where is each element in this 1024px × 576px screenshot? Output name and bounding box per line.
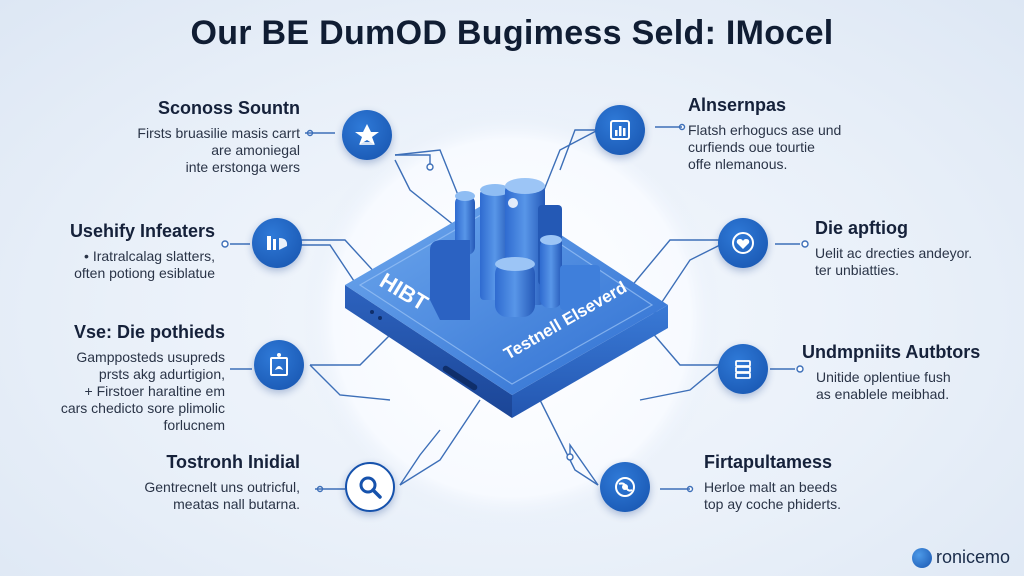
feature-desc: Herloe malt an beeds top ay coche phider… [704, 479, 841, 512]
feature-title: Alnsernpas [688, 95, 787, 115]
feature-sconoss-sountn: Sconoss Sountn Firsts bruasilie masis ca… [30, 98, 300, 176]
chart-doc-icon [595, 105, 645, 155]
brand-logo-icon [911, 547, 932, 568]
arrow-stubs [230, 126, 800, 490]
dashboard-icon [252, 218, 302, 268]
feature-vse-die-pothieds: Vse: Die pothieds Gampposteds usupreds p… [0, 322, 225, 434]
device-illustration: HIBT Testnell Elseverd [345, 178, 668, 418]
server-stack-icon [718, 344, 768, 394]
feature-title: Undmpniits Autbtors [802, 342, 981, 362]
device-side-right [512, 305, 668, 418]
feature-title: Vse: Die pothieds [73, 322, 225, 342]
brand-name: ronicemo [935, 547, 1010, 567]
feature-desc: Unitide oplentiue fush as enablele meibh… [816, 369, 951, 402]
feature-tostronh-inidial: Tostronh Inidial Gentrecnelt uns outricf… [30, 452, 300, 513]
feature-desc: Gentrecnelt uns outricful, meatas nall b… [144, 479, 300, 512]
device-towers [430, 178, 600, 320]
feature-title: Tostronh Inidial [166, 452, 300, 472]
feature-die-apftiog: Die apftiog Uelit ac drecties andeyor. t… [815, 218, 1015, 279]
leaf-emblem-icon [342, 110, 392, 160]
feature-desc: Gampposteds usupreds prsts akg adurtigio… [60, 349, 225, 433]
feature-undmpniits-autbtors: Undmpniits Autbtors Unitide oplentiue fu… [802, 342, 1012, 403]
feature-firtapultamess: Firtapultamess Herloe malt an beeds top … [704, 452, 904, 513]
heart-check-icon [718, 218, 768, 268]
feature-title: Usehify Infeaters [69, 221, 215, 241]
brand-logo: ronicemo [911, 547, 1010, 568]
feature-title: Die apftiog [815, 218, 908, 238]
feature-title: Sconoss Sountn [157, 98, 300, 118]
feature-usehify-infeaters: Usehify Infeaters • Iratralcalag slatter… [0, 221, 215, 282]
feature-desc: • Iratralcalag slatters, often potiong e… [74, 248, 215, 281]
feature-desc: Uelit ac drecties andeyor. ter unbiattie… [815, 245, 973, 278]
document-leaf-icon [254, 340, 304, 390]
feature-desc: Flatsh erhogucs ase und curfiends oue to… [688, 122, 842, 172]
feature-desc: Firsts bruasilie masis carrt are amonieg… [137, 125, 300, 175]
connector-lines [300, 129, 721, 486]
feature-title: Firtapultamess [704, 452, 833, 472]
globe-icon [600, 462, 650, 512]
feature-alnsernpas: Alnsernpas Flatsh erhogucs ase und curfi… [688, 95, 958, 173]
magnifier-icon [345, 462, 395, 512]
page-title: Our BE DumOD Bugimess Seld: IMocel [190, 14, 834, 52]
